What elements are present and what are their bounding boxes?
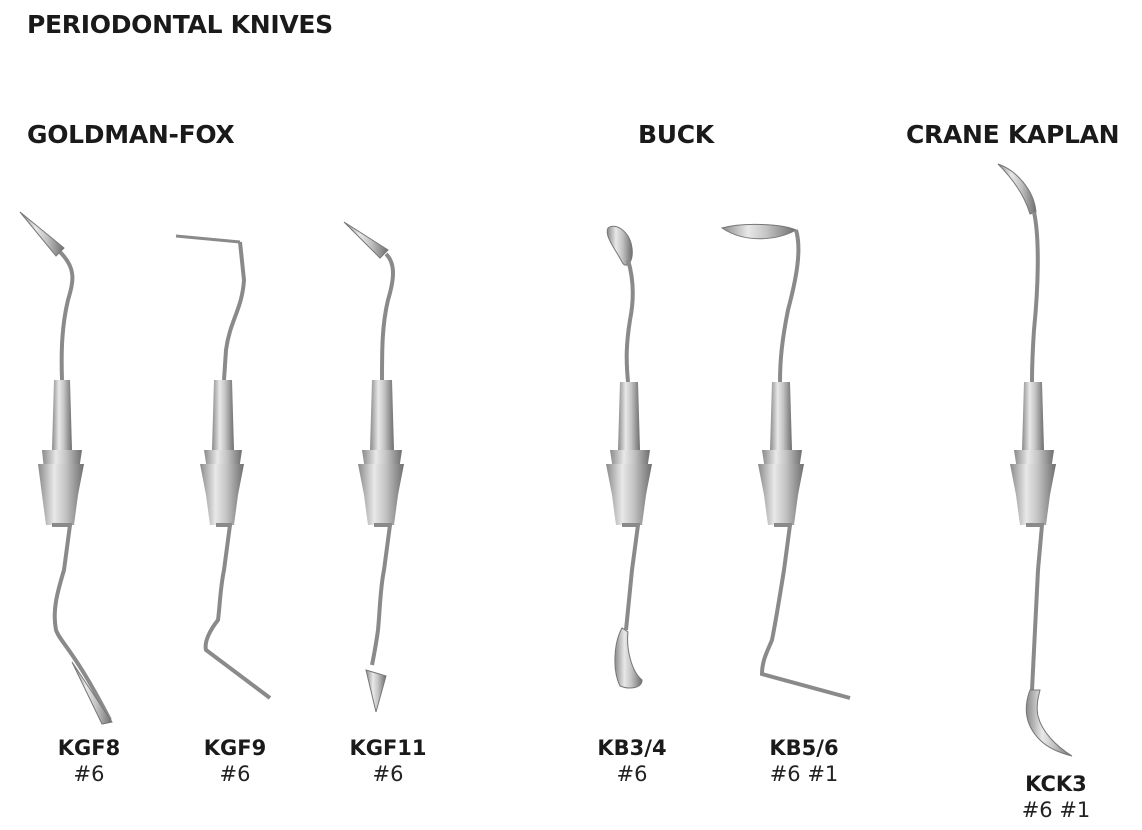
- instrument-spec: #6: [73, 762, 105, 786]
- instrument-kgf11-image: [343, 221, 404, 713]
- instrument-code: KB3/4: [597, 736, 667, 760]
- instrument-code: KCK3: [1025, 772, 1087, 796]
- instrument-code: KB5/6: [769, 736, 839, 760]
- instrument-kck3-image: [997, 163, 1073, 757]
- instrument-kgf9-image: [175, 234, 272, 700]
- label-kgf8: KGF8 #6: [29, 735, 149, 787]
- instrument-spec: #6: [616, 762, 648, 786]
- label-kb3-4: KB3/4 #6: [572, 735, 692, 787]
- instrument-code: KGF9: [203, 736, 267, 760]
- label-kgf9: KGF9 #6: [175, 735, 295, 787]
- instrument-spec: #6 #1: [769, 762, 839, 786]
- group-title-buck: BUCK: [638, 120, 714, 149]
- instrument-kgf8-image: [19, 211, 113, 725]
- instrument-spec: #6: [372, 762, 404, 786]
- page-title: PERIODONTAL KNIVES: [27, 10, 333, 39]
- group-title-goldman-fox: GOLDMAN-FOX: [27, 120, 235, 149]
- instrument-code: KGF8: [57, 736, 121, 760]
- instrument-kb5-6-image: [720, 223, 851, 700]
- label-kb5-6: KB5/6 #6 #1: [744, 735, 864, 787]
- instrument-spec: #6 #1: [1021, 798, 1091, 822]
- group-title-crane-kaplan: CRANE KAPLAN: [906, 120, 1120, 149]
- instrument-kb3-4-image: [606, 225, 652, 689]
- label-kck3: KCK3 #6 #1: [996, 771, 1116, 823]
- instrument-code: KGF11: [349, 736, 427, 760]
- label-kgf11: KGF11 #6: [328, 735, 448, 787]
- instrument-spec: #6: [219, 762, 251, 786]
